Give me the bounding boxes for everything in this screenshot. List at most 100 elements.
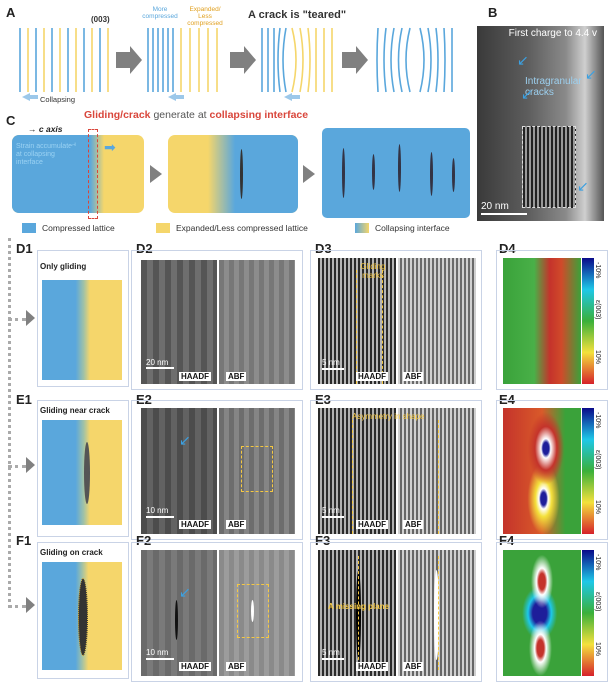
arrow-c1-icon [150, 165, 162, 183]
f1-title: Gliding on crack [40, 548, 103, 557]
scale-bar-f2 [146, 658, 174, 660]
scale-bar-d2 [146, 367, 174, 369]
f4-colorbar [582, 550, 594, 676]
e4-cb-label: ε(003) [594, 450, 601, 470]
tem-image-b: First charge to 4.4 v Intragranular crac… [477, 26, 604, 221]
d4-colorbar [582, 258, 594, 384]
panel-label-d1: D1 [16, 241, 33, 256]
d1-title: Only gliding [40, 262, 87, 271]
asymmetry-label: Asymmetry in shape [352, 412, 425, 421]
legend-compressed: Compressed lattice [42, 223, 115, 233]
d4-cb-label: ε(003) [594, 300, 601, 320]
panel-label-f3: F3 [315, 533, 331, 548]
panel-label-e3: E3 [315, 392, 331, 407]
f1-schematic [42, 562, 122, 670]
crack-arrow-2-icon: ↙ [521, 86, 533, 102]
e4-cb-bottom: 10% [594, 500, 601, 515]
block-3 [322, 128, 470, 218]
d3-abf-label: ABF [403, 372, 424, 381]
block-1: Strain accumulated at collapsing interfa… [12, 129, 144, 219]
d4-cb-bottom: 10% [594, 350, 601, 365]
legend-expanded: Expanded/Less compressed lattice [176, 223, 308, 233]
f3-abf-label: ABF [403, 662, 424, 671]
f2-arrow-icon: ↙ [179, 584, 191, 600]
f2-haadf: ↙ [141, 550, 217, 676]
panel-label-d2: D2 [136, 241, 153, 256]
f4-cb-top: -10% [594, 554, 601, 571]
expand-arrow-icon: ➡ [104, 139, 116, 155]
strain-label: Strain accumulated at collapsing interfa… [16, 143, 76, 166]
gliding-marks-label: Gliding marks [360, 262, 386, 280]
f4-strain-map [503, 550, 581, 676]
arrow-c2-icon [303, 165, 315, 183]
scale-label-e2: 10 nm [146, 506, 169, 515]
legend-swatch-expanded [156, 223, 170, 233]
title-gliding: Gliding/crack [84, 109, 151, 121]
panel-label-e4: E4 [499, 392, 515, 407]
legend-interface: Collapsing interface [375, 223, 450, 233]
scale-bar-d3 [322, 368, 344, 370]
panel-label-f1: F1 [16, 533, 32, 548]
first-charge-label: First charge to 4.4 v [508, 28, 597, 39]
d4-strain-map [503, 258, 581, 384]
d2-haadf-label: HAADF [179, 372, 211, 381]
d1-schematic [42, 280, 122, 380]
compress-arrow-icon: ⬅ [70, 139, 82, 155]
f4-cb-label: ε(003) [594, 592, 601, 612]
f2-haadf-label: HAADF [179, 662, 211, 671]
scale-bar-f3 [322, 658, 344, 660]
e2-arrow-icon: ↙ [179, 432, 191, 448]
plane-label: (003) [91, 15, 110, 24]
f2-abf [219, 550, 295, 676]
e2-haadf-label: HAADF [179, 520, 211, 529]
f3-haadf-label: HAADF [356, 662, 388, 671]
legend-swatch-interface [355, 223, 369, 233]
panel-label-d3: D3 [315, 241, 332, 256]
scale-bar-e3 [322, 516, 344, 518]
panel-label-c: C [6, 113, 16, 128]
e2-abf-label: ABF [226, 520, 247, 529]
less-compressed-label: Expanded/ Less compressed [187, 6, 223, 27]
d3-haadf-label: HAADF [356, 372, 388, 381]
scale-bar-e2 [146, 516, 174, 518]
scale-label-f2: 10 nm [146, 648, 169, 657]
f4-cb-bottom: 10% [594, 642, 601, 657]
panel-label-f2: F2 [136, 533, 152, 548]
f3-abf [398, 550, 476, 676]
crack-arrow-3-icon: ↙ [585, 66, 597, 82]
d4-cb-top: -10% [594, 262, 601, 279]
title-interface: collapsing interface [209, 109, 309, 121]
c-axis-text: c axis [38, 124, 63, 134]
crack-arrow-4-icon: ↙ [577, 178, 589, 194]
f2-abf-label: ABF [226, 662, 247, 671]
scale-bar-b [481, 213, 527, 215]
e3-haadf-label: HAADF [356, 520, 388, 529]
crack-arrow-1-icon: ↙ [517, 52, 529, 68]
inset-lattice [522, 126, 576, 208]
d2-abf [219, 260, 295, 384]
c-axis-label: → c axis [28, 124, 63, 134]
legend-swatch-compressed [22, 223, 36, 233]
panel-label-e1: E1 [16, 392, 32, 407]
e2-haadf: ↙ [141, 408, 217, 534]
e4-strain-map [503, 408, 581, 534]
panel-label-e2: E2 [136, 392, 152, 407]
panel-label-b: B [488, 5, 498, 20]
e1-schematic [42, 420, 122, 525]
panel-label-a: A [6, 5, 16, 20]
panel-c-title: Gliding/crack generate at collapsing int… [84, 109, 308, 121]
block-2 [168, 135, 298, 213]
crack-title: A crack is "teared" [248, 9, 347, 21]
e1-title: Gliding near crack [40, 406, 110, 415]
collapsing-label: Collapsing [40, 95, 76, 104]
e3-abf-label: ABF [403, 520, 424, 529]
scale-label-e3: 5 nm [322, 506, 340, 515]
scale-label-b: 20 nm [481, 201, 509, 212]
intragranular-label: Intragranular cracks [525, 76, 582, 98]
scale-label-f3: 5 nm [322, 648, 340, 657]
e3-abf [398, 408, 476, 534]
connector-line [8, 238, 11, 608]
panel-a-schematic [19, 27, 453, 101]
d2-abf-label: ABF [226, 372, 247, 381]
e2-abf [219, 408, 295, 534]
